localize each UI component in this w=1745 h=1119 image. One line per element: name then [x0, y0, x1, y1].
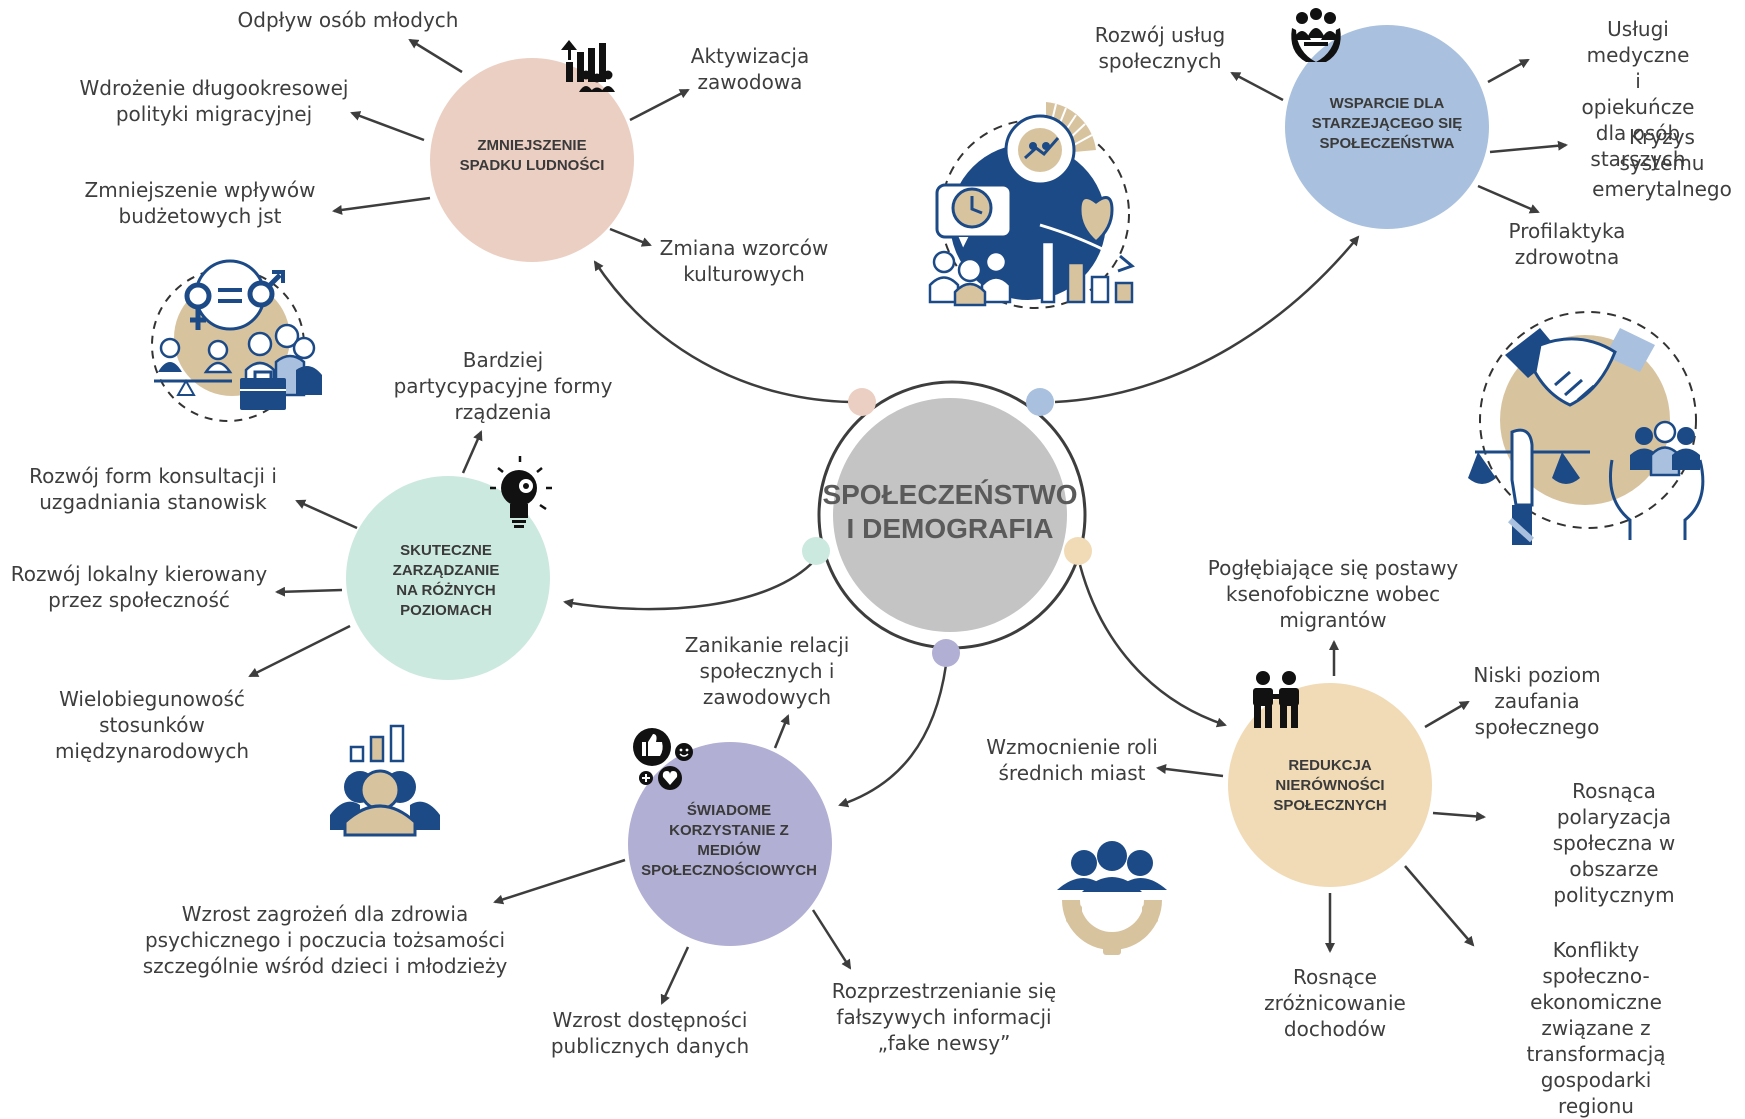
- connector-n4: [838, 664, 948, 808]
- label-cultural-patterns: Zmiana wzorców kulturowych: [659, 236, 829, 286]
- elderly-support-icon: [1291, 8, 1341, 62]
- node-circle-n3: [346, 476, 550, 680]
- label-public-data: Wzrost dostępności publicznych danych: [550, 1008, 750, 1058]
- label-social-services: Rozwój usług społecznych: [1094, 23, 1226, 73]
- label-socioeconomic-conflicts: Konflikty społeczno- ekonomiczne związan…: [1526, 938, 1666, 1118]
- label-participatory-governance: Bardziej partycypacyjne formy rządzenia: [393, 348, 613, 424]
- lightbulb-gear-icon: [490, 456, 552, 528]
- node-circle-n4: [628, 742, 832, 946]
- label-medical-care-elderly: Usługi medyczne i opiekuńcze dla osób st…: [1581, 17, 1695, 171]
- label-multipolarity: Wielobiegunowość stosunków międzynarodow…: [54, 687, 250, 763]
- label-low-social-trust: Niski poziom zaufania społecznego: [1473, 663, 1601, 739]
- dot-n3: [802, 537, 830, 565]
- node-title-aging-support: WSPARCIE DLA STARZEJĄCEGO SIĘ SPOŁECZEŃS…: [1311, 95, 1463, 152]
- label-mental-health-threats: Wzrost zagrożeń dla zdrowia psychicznego…: [142, 902, 508, 978]
- social-media-icon: [633, 728, 693, 790]
- node-title-governance: SKUTECZNE ZARZĄDZANIE NA RÓŻNYCH POZIOMA…: [392, 542, 500, 619]
- node-title-inequality: REDUKCJA NIERÓWNOŚCI SPOŁECZNYCH: [1273, 757, 1387, 814]
- growth-chart-icon: [561, 40, 615, 92]
- dot-n1: [848, 388, 876, 416]
- label-professional-activation: Aktywizacja zawodowa: [690, 44, 810, 94]
- dot-n5: [1064, 537, 1092, 565]
- central-node: [802, 380, 1092, 667]
- node-circle-n2: [1285, 25, 1489, 229]
- label-fading-relations: Zanikanie relacji społecznych i zawodowy…: [684, 633, 850, 709]
- label-youth-outflow: Odpływ osób młodych: [237, 8, 459, 32]
- central-circle: [833, 398, 1067, 632]
- label-fake-news: Rozprzestrzenianie się fałszywych inform…: [831, 979, 1057, 1055]
- label-pension-crisis: Kryzys systemu emerytalnego: [1592, 125, 1732, 201]
- node-circle-n5: [1228, 683, 1432, 887]
- label-local-development: Rozwój lokalny kierowany przez społeczno…: [10, 562, 268, 612]
- node-title-social-media: ŚWIADOME KORZYSTANIE Z MEDIÓW SPOŁECZNOŚ…: [641, 802, 817, 879]
- label-health-prevention: Profilaktyka zdrowotna: [1508, 219, 1626, 269]
- aging-society-icon: [928, 102, 1135, 309]
- people-chart-icon: [330, 724, 440, 837]
- label-political-polarization: Rosnąca polaryzacja społeczna w obszarze…: [1552, 779, 1676, 907]
- handshake-justice-icon: [1468, 311, 1705, 545]
- couple-icon: [1253, 671, 1299, 728]
- node-title-population-decline: ZMNIEJSZENIE SPADKU LUDNOŚCI: [459, 137, 605, 174]
- dot-n2: [1026, 388, 1054, 416]
- central-title: SPOŁECZEŃSTWO I DEMOGRAFIA: [822, 479, 1078, 544]
- main-connectors: [563, 235, 1360, 808]
- connector-n2: [1054, 235, 1360, 404]
- node-circle-n1: [430, 58, 634, 262]
- dot-n4: [932, 639, 960, 667]
- connector-n5: [1078, 564, 1227, 728]
- label-xenophobic-attitudes: Pogłębiające się postawy ksenofobiczne w…: [1207, 556, 1459, 632]
- mind-map: [151, 8, 1705, 1005]
- connector-n3: [563, 559, 816, 611]
- team-gear-icon: [1057, 841, 1167, 955]
- leaf-arrows: [248, 38, 1568, 1005]
- gender-equality-icon: [151, 259, 322, 422]
- label-consultation-forms: Rozwój form konsultacji i uzgadniania st…: [29, 464, 277, 514]
- label-income-differentiation: Rosnące zróżnicowanie dochodów: [1264, 965, 1406, 1041]
- connector-n1: [593, 260, 851, 404]
- label-medium-cities: Wzmocnienie roli średnich miast: [986, 735, 1158, 785]
- label-budget-revenue: Zmniejszenie wpływów budżetowych jst: [84, 178, 316, 228]
- label-migration-policy: Wdrożenie długookresowej polityki migrac…: [79, 76, 349, 126]
